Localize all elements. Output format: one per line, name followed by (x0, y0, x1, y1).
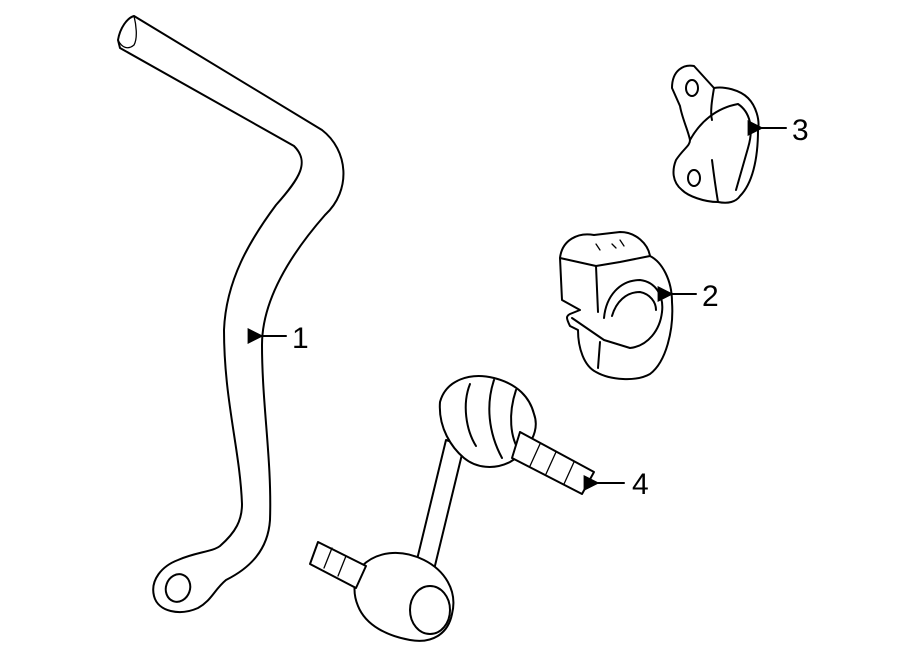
bracket-lower-edge (711, 159, 719, 203)
stabilizer-link[interactable] (309, 375, 595, 642)
bracket-lower-bolt-hole (687, 169, 701, 187)
bushing-bore-lower (571, 311, 663, 349)
callout-4: 4 (583, 468, 649, 501)
bushing-front-edge (595, 265, 599, 313)
link-upper-stud-thread-2 (545, 451, 557, 475)
callout-2-label: 2 (702, 280, 719, 313)
bushing-top-mark (595, 239, 625, 251)
link-upper-boot-ridge-2 (488, 379, 503, 459)
stabilizer-bar-mount-hole (164, 573, 192, 603)
link-upper-stud (511, 431, 595, 495)
callout-3: 3 (747, 114, 809, 147)
stabilizer-bar[interactable] (117, 15, 345, 613)
link-upper-stud-thread-1 (529, 443, 541, 467)
bracket-body (671, 64, 760, 204)
bushing-split-line (597, 341, 601, 369)
callout-3-label: 3 (792, 114, 809, 147)
bushing-bore-inner (611, 291, 657, 317)
link-upper-stud-thread-3 (563, 461, 575, 485)
link-lower-joint-face (409, 585, 451, 635)
link-upper-boot-ridge-1 (464, 383, 477, 447)
link-lower-stud-thread-2 (337, 555, 347, 577)
bushing[interactable] (559, 231, 674, 380)
callout-4-label: 4 (632, 468, 649, 501)
bracket-inner-curve (689, 103, 752, 191)
link-rod (413, 439, 465, 579)
link-lower-stud (309, 541, 367, 589)
callout-1-label: 1 (292, 322, 309, 355)
callout-1: 1 (247, 322, 309, 355)
bracket-upper-bolt-hole (685, 79, 699, 97)
stabilizer-bar-end-cap (117, 15, 137, 49)
link-lower-stud-thread-1 (323, 547, 333, 569)
bushing-top-face (559, 255, 651, 267)
callout-2: 2 (657, 280, 719, 313)
stabilizer-bar-body (117, 15, 345, 613)
bracket-flange-edge (710, 87, 715, 121)
bracket[interactable] (671, 64, 760, 204)
